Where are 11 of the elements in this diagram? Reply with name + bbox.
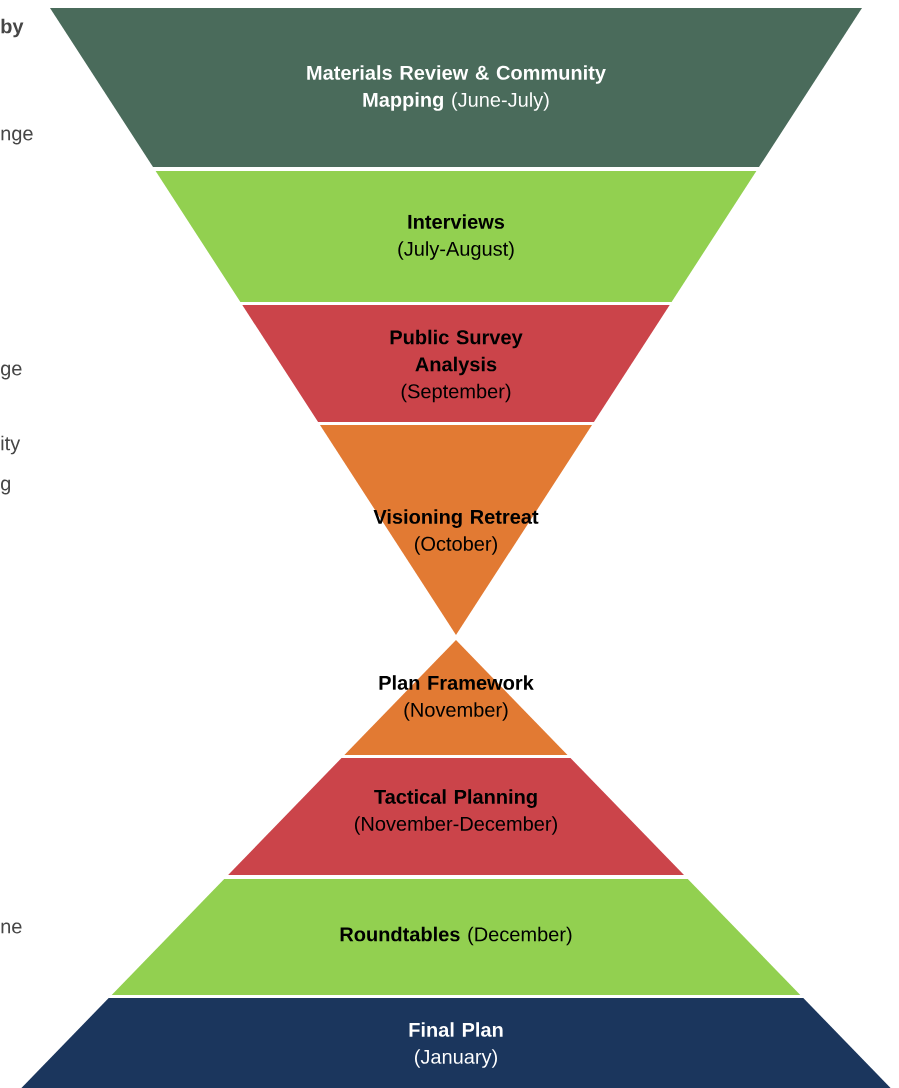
text-fragment: by	[1, 18, 24, 38]
funnel-band: Final Plan (January)	[21, 998, 891, 1088]
text-fragment: ge	[1, 364, 22, 380]
funnel-band: Public Survey Analysis (September)	[242, 305, 670, 422]
funnel-band: Materials Review & Community Mapping (June-July)	[50, 8, 862, 167]
funnel-band: Roundtables (December)	[111, 879, 801, 995]
funnel-band: Tactical Planning (November-December)	[228, 758, 684, 875]
text-fragment: ity	[1, 435, 21, 455]
funnel-band: Interviews (July-August)	[155, 171, 757, 302]
text-fragment: g	[1, 479, 11, 495]
text-fragment: ne	[1, 922, 22, 934]
